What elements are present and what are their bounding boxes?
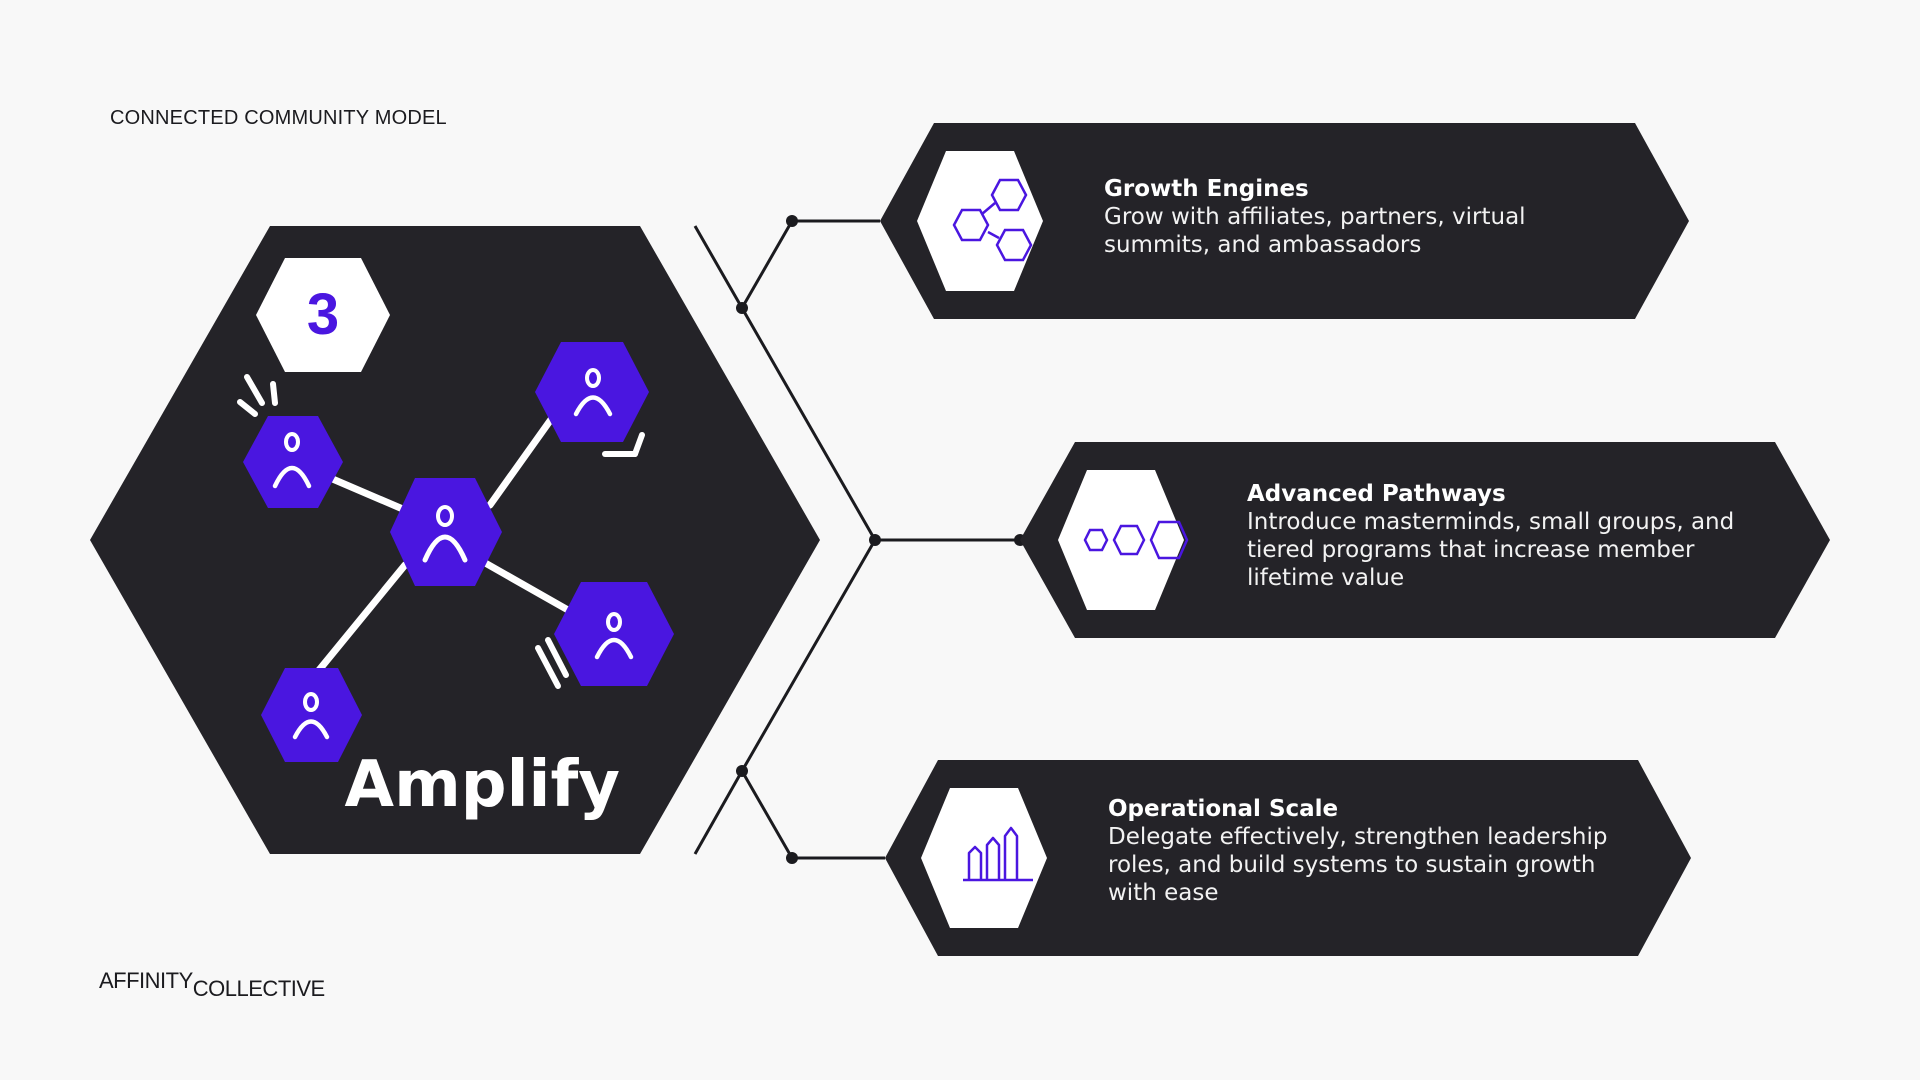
page-eyebrow: CONNECTED COMMUNITY MODEL xyxy=(110,107,447,129)
member-node-bottom-left xyxy=(261,668,362,762)
card-description: Grow with affiliates, partners, virtual … xyxy=(1104,204,1526,258)
stage-number-badge xyxy=(256,258,390,372)
card-operational-scale-icon-badge xyxy=(921,788,1047,928)
card-description: Delegate effectively, strengthen leaders… xyxy=(1108,824,1608,906)
brand-logo-part2: COLLECTIVE xyxy=(192,976,325,1001)
member-node-bottom-right xyxy=(554,582,674,686)
card-description: Introduce masterminds, small groups, and… xyxy=(1247,509,1735,591)
card-title: Growth Engines xyxy=(1104,176,1309,202)
stage-number: 3 xyxy=(307,282,339,347)
card-growth-engines-icon-badge xyxy=(917,151,1043,291)
card-growth-engines-text: Growth Engines Grow with affiliates, par… xyxy=(1104,175,1624,259)
card-advanced-pathways-text: Advanced Pathways Introduce masterminds,… xyxy=(1247,480,1767,592)
brand-logo: AFFINITYCOLLECTIVE xyxy=(99,968,325,1001)
member-node-top-right xyxy=(535,342,649,442)
member-node-center xyxy=(390,478,502,586)
card-growth-engines-shape xyxy=(880,123,1689,319)
stage-title: Amplify xyxy=(345,748,620,822)
member-node-left xyxy=(243,416,343,508)
hexagon-progression-icon xyxy=(1083,520,1189,560)
card-title: Advanced Pathways xyxy=(1247,481,1506,507)
card-advanced-pathways-shape xyxy=(1020,442,1830,638)
motion-marks xyxy=(237,374,645,689)
card-operational-scale-text: Operational Scale Delegate effectively, … xyxy=(1108,795,1628,907)
card-operational-scale-shape xyxy=(885,760,1691,956)
hexagon-cluster-icon xyxy=(952,178,1033,262)
connector-nodes xyxy=(736,215,1026,864)
card-advanced-pathways-icon-badge xyxy=(1058,470,1184,610)
card-title: Operational Scale xyxy=(1108,796,1339,822)
building-growth-icon xyxy=(963,826,1033,882)
connector-bracket xyxy=(693,219,1020,860)
brand-logo-part1: AFFINITY xyxy=(99,968,193,993)
